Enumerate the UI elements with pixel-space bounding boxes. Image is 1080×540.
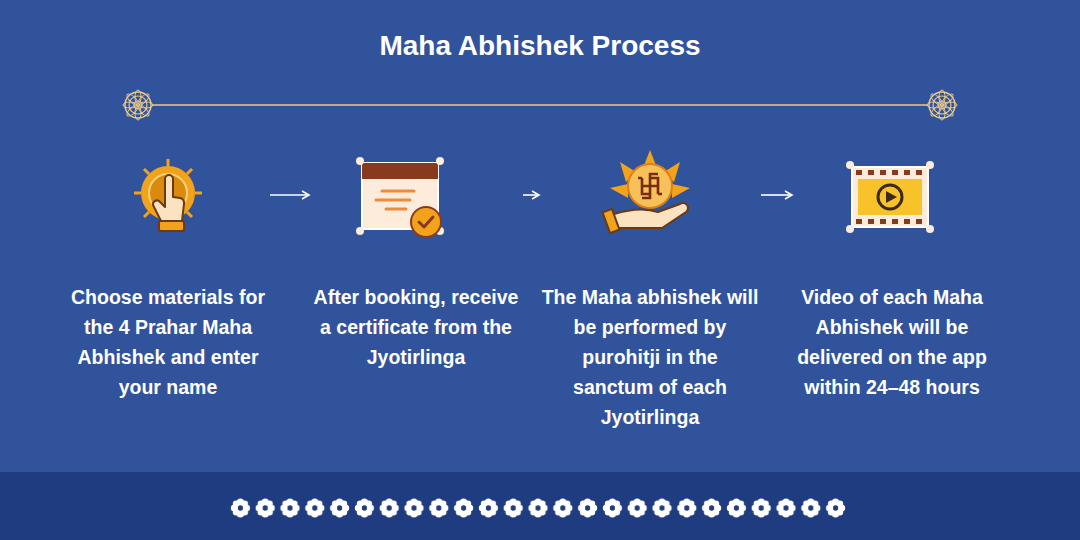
flow-arrow — [523, 194, 539, 196]
certificate-icon — [356, 157, 444, 237]
offering-icon — [603, 150, 690, 233]
mandala-ornament — [927, 90, 957, 120]
flower-row — [228, 494, 848, 522]
process-step: Video of each Maha Abhishek will be deli… — [794, 150, 990, 402]
divider-line — [152, 104, 928, 106]
diagram-title: Maha Abhishek Process — [0, 30, 1080, 62]
footer-band — [0, 472, 1080, 540]
step-text: Choose materials for the 4 Prahar Maha A… — [68, 282, 268, 402]
video-icon — [846, 161, 934, 233]
process-step: The Maha abhishek will be performed by p… — [541, 150, 759, 432]
step-text: Video of each Maha Abhishek will be deli… — [794, 282, 990, 402]
process-step: After booking, receive a certificate fro… — [311, 150, 521, 372]
flow-arrow — [761, 194, 792, 196]
mandala-ornament — [123, 90, 153, 120]
flow-arrow — [270, 194, 309, 196]
tap-icon — [134, 159, 202, 231]
process-step: Choose materials for the 4 Prahar Maha A… — [68, 150, 268, 402]
step-text: After booking, receive a certificate fro… — [311, 282, 521, 372]
step-text: The Maha abhishek will be performed by p… — [541, 282, 759, 432]
